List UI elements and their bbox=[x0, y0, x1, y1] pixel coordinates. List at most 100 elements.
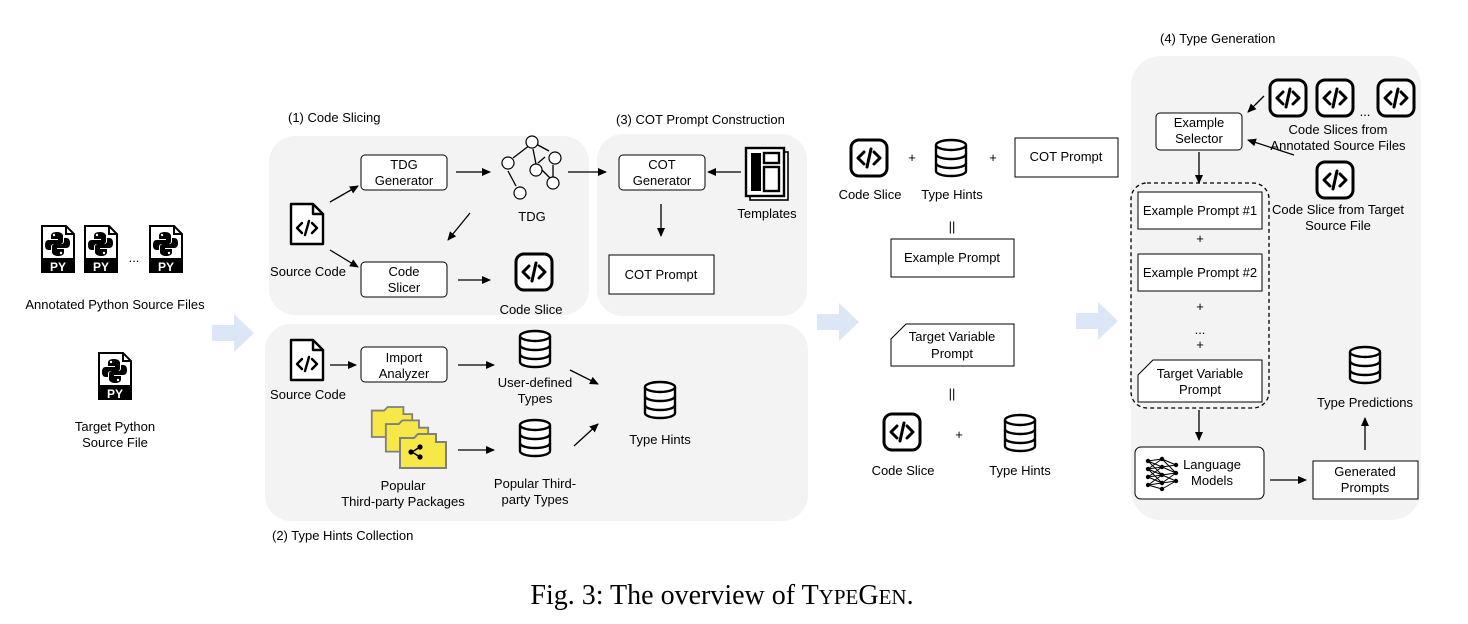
caption-en: EN bbox=[879, 585, 907, 609]
templates-label: Templates bbox=[737, 206, 797, 221]
database-icon bbox=[643, 380, 677, 420]
plus-sign: + bbox=[955, 427, 963, 442]
code-slice-icon bbox=[1268, 78, 1308, 118]
generated-prompts-label-2: Prompts bbox=[1341, 480, 1390, 495]
tdg-label: TDG bbox=[518, 209, 545, 224]
py-badge: PY bbox=[158, 260, 174, 274]
code-slice-icon bbox=[1315, 160, 1355, 200]
code-slice-target-label-2: Source File bbox=[1305, 218, 1371, 233]
annotated-files-label: Annotated Python Source Files bbox=[25, 297, 205, 312]
code-slice-icon bbox=[514, 252, 554, 292]
plus-sign: + bbox=[989, 150, 997, 165]
equals-sign: || bbox=[949, 386, 956, 401]
files-ellipsis: ... bbox=[129, 250, 140, 265]
arrow bbox=[329, 249, 359, 268]
py-badge: PY bbox=[93, 260, 109, 274]
arrow bbox=[1247, 95, 1265, 113]
code-slicer-box bbox=[360, 261, 448, 298]
code-slices-annotated-label-2: Annotated Source Files bbox=[1270, 138, 1406, 153]
target-variable-prompt-label-1: Target Variable bbox=[909, 329, 995, 344]
py-badge: PY bbox=[107, 387, 123, 401]
language-models-label-2: Models bbox=[1191, 473, 1233, 488]
language-models-label-1: Language bbox=[1183, 457, 1241, 472]
example-prompt-2-box bbox=[1137, 253, 1263, 292]
plus-sign: + bbox=[1196, 231, 1204, 246]
caption-prefix: Fig. 3: The overview of bbox=[530, 580, 801, 611]
equals-sign: || bbox=[949, 219, 956, 234]
tdg-graph-icon bbox=[501, 135, 562, 200]
example-selector-label-2: Selector bbox=[1175, 131, 1223, 146]
code-slicer-label-2: Slicer bbox=[388, 280, 421, 295]
generated-prompts-box bbox=[1312, 460, 1419, 500]
example-prompt-label: Example Prompt bbox=[904, 250, 1000, 265]
caption-end: . bbox=[907, 580, 914, 611]
tdg-generator-label-2: Generator bbox=[375, 173, 434, 188]
prompt-group-box bbox=[1130, 182, 1270, 409]
cot-prompt-box bbox=[1014, 137, 1119, 178]
target-variable-prompt-box bbox=[1137, 359, 1263, 403]
example-selector-label-1: Example bbox=[1174, 115, 1225, 130]
plus-sign: + bbox=[908, 150, 916, 165]
source-code-icon bbox=[289, 338, 325, 382]
cot-prompt-label: COT Prompt bbox=[1030, 149, 1103, 164]
cot-prompt-label: COT Prompt bbox=[625, 267, 698, 282]
database-icon bbox=[1348, 345, 1382, 385]
cot-generator-label-2: Generator bbox=[633, 173, 692, 188]
user-defined-types-label-2: Types bbox=[518, 391, 553, 406]
popular-packages-label-1: Popular bbox=[381, 478, 426, 493]
template-icon bbox=[744, 146, 790, 202]
code-slice-icon bbox=[1315, 78, 1355, 118]
type-hints-label: Type Hints bbox=[989, 463, 1051, 478]
code-slice-icon bbox=[849, 138, 889, 178]
caption-g: G bbox=[858, 580, 878, 611]
caption-t: T bbox=[802, 580, 819, 611]
code-slice-icon bbox=[882, 412, 922, 452]
flow-arrow bbox=[212, 314, 254, 352]
type-predictions-label: Type Predictions bbox=[1317, 395, 1414, 410]
source-code-icon bbox=[289, 202, 325, 246]
import-analyzer-label-2: Analyzer bbox=[379, 366, 430, 381]
user-defined-types-label-1: User-defined bbox=[498, 375, 572, 390]
target-variable-prompt-label-2: Prompt bbox=[1179, 382, 1221, 397]
type-hints-title: (2) Type Hints Collection bbox=[272, 528, 413, 543]
arrow bbox=[447, 212, 471, 241]
popular-packages-label-2: Third-party Packages bbox=[341, 494, 465, 509]
target-file-label-2: Source File bbox=[82, 435, 148, 450]
example-prompt-box bbox=[890, 238, 1015, 278]
target-variable-prompt-label-2: Prompt bbox=[931, 346, 973, 361]
database-icon bbox=[518, 418, 552, 458]
popular-types-label-2: party Types bbox=[502, 492, 569, 507]
example-prompt-2-label: Example Prompt #2 bbox=[1143, 265, 1257, 280]
code-slice-icon bbox=[1376, 78, 1416, 118]
plus-sign: + bbox=[1196, 337, 1204, 352]
target-variable-prompt-label-1: Target Variable bbox=[1157, 366, 1243, 381]
type-generation-title: (4) Type Generation bbox=[1160, 31, 1275, 46]
cot-generator-label-1: COT bbox=[648, 157, 676, 172]
example-prompt-1-label: Example Prompt #1 bbox=[1143, 203, 1257, 218]
tdg-generator-label-1: TDG bbox=[390, 157, 417, 172]
type-hints-label: Type Hints bbox=[921, 187, 983, 202]
cot-title: (3) COT Prompt Construction bbox=[616, 112, 785, 127]
code-slice-target-label-1: Code Slice from Target bbox=[1272, 202, 1404, 217]
prompts-ellipsis: ... bbox=[1195, 322, 1206, 337]
code-slice-label: Code Slice bbox=[839, 187, 902, 202]
target-variable-prompt-box bbox=[890, 323, 1015, 367]
example-selector-box bbox=[1155, 112, 1243, 151]
cot-prompt-box bbox=[608, 254, 715, 295]
arrow bbox=[329, 185, 359, 203]
tdg-generator-box bbox=[360, 154, 448, 191]
arrow bbox=[569, 369, 599, 385]
type-hints-label: Type Hints bbox=[629, 432, 691, 447]
code-slices-annotated-label-1: Code Slices from bbox=[1289, 122, 1388, 137]
popular-types-label-1: Popular Third- bbox=[494, 476, 576, 491]
slices-ellipsis: ... bbox=[1360, 104, 1371, 119]
code-slicing-region bbox=[269, 136, 589, 315]
import-analyzer-box bbox=[360, 346, 448, 383]
import-analyzer-label-1: Import bbox=[386, 350, 423, 365]
code-slice-label: Code Slice bbox=[872, 463, 935, 478]
database-icon bbox=[1003, 413, 1037, 453]
code-slice-label: Code Slice bbox=[500, 302, 563, 317]
flow-arrow bbox=[817, 303, 859, 341]
source-code-label: Source Code bbox=[270, 387, 346, 402]
